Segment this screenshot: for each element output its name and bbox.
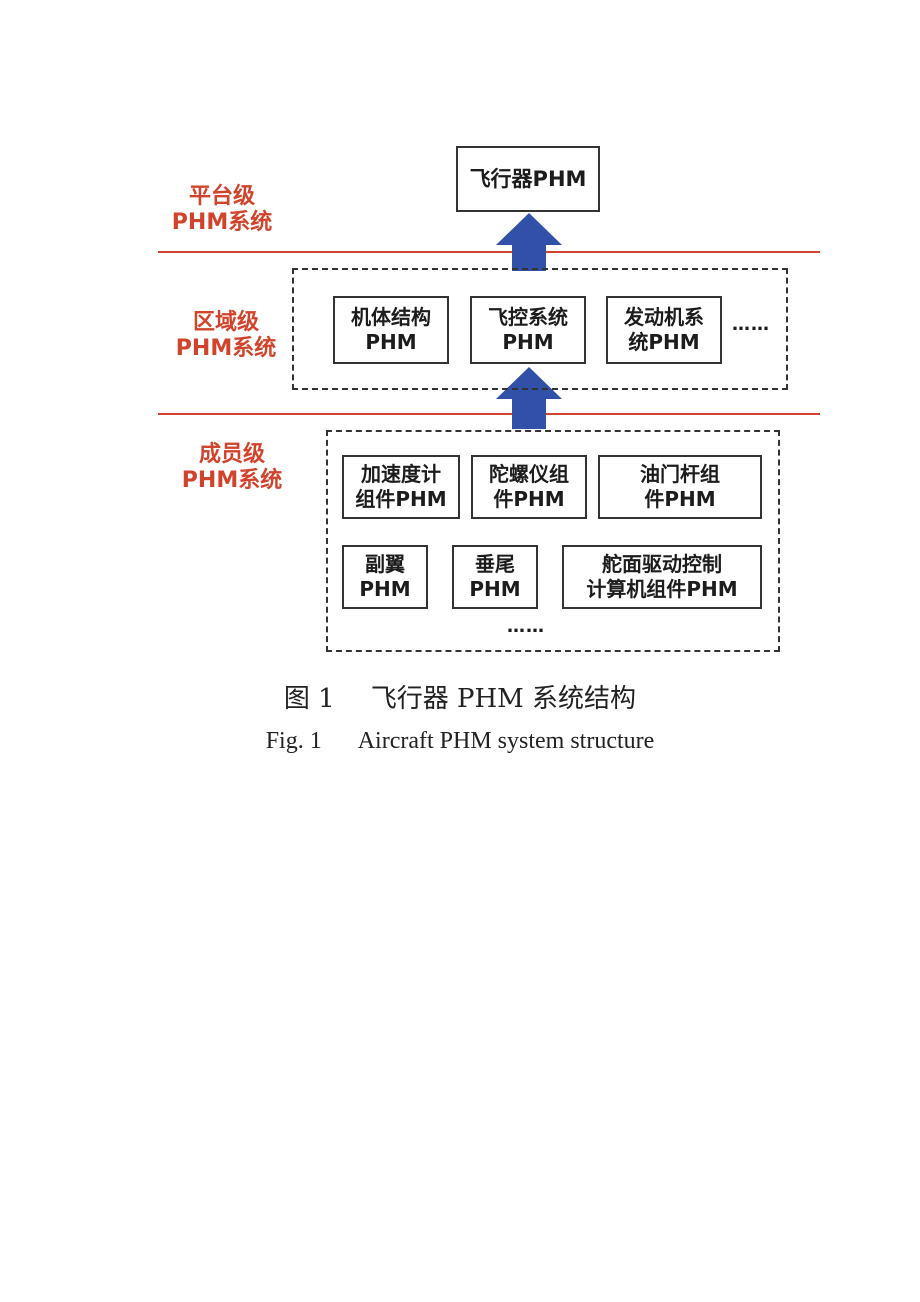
divider-regional-member <box>158 413 820 415</box>
level-label-regional: 区域级 PHM系统 <box>156 310 296 362</box>
aircraft-phm-box: 飞行器PHM <box>456 146 600 212</box>
box-label-line2: 组件PHM <box>355 487 447 511</box>
accelerometer-phm-box: 加速度计 组件PHM <box>342 455 460 519</box>
level-label-line2: PHM系统 <box>181 468 283 493</box>
box-label-line1: 垂尾 <box>475 552 515 576</box>
arrow-up-icon <box>496 367 562 429</box>
level-label-line2: PHM系统 <box>171 210 273 235</box>
gyroscope-phm-box: 陀螺仪组 件PHM <box>471 455 587 519</box>
engine-system-phm-box: 发动机系 统PHM <box>606 296 722 364</box>
regional-level-container <box>292 268 788 390</box>
caption-text: 飞行器 PHM 系统结构 <box>370 684 637 714</box>
caption-text: Aircraft PHM system structure <box>357 728 655 754</box>
flight-control-phm-box: 飞控系统 PHM <box>470 296 586 364</box>
caption-number: Fig. 1 <box>265 728 322 754</box>
throttle-lever-phm-box: 油门杆组 件PHM <box>598 455 762 519</box>
box-label-line2: 件PHM <box>644 487 716 511</box>
level-label-line2: PHM系统 <box>175 336 277 361</box>
box-label: 飞行器PHM <box>469 166 587 191</box>
box-label-line2: PHM <box>365 330 417 354</box>
box-label-line2: PHM <box>502 330 554 354</box>
level-label-line1: 区域级 <box>192 310 259 335</box>
airframe-structure-phm-box: 机体结构 PHM <box>333 296 449 364</box>
vertical-tail-phm-box: 垂尾 PHM <box>452 545 538 609</box>
control-surface-actuator-phm-box: 舵面驱动控制 计算机组件PHM <box>562 545 762 609</box>
box-label-line1: 副翼 <box>365 552 405 576</box>
figure-caption-en: Fig. 1 Aircraft PHM system structure <box>0 728 920 755</box>
aileron-phm-box: 副翼 PHM <box>342 545 428 609</box>
level-label-line1: 平台级 <box>188 184 255 209</box>
caption-number: 图 1 <box>283 684 335 714</box>
box-label-line2: 统PHM <box>628 330 700 354</box>
box-label-line1: 陀螺仪组 <box>489 462 569 486</box>
arrow-up-icon <box>496 213 562 271</box>
member-ellipsis: …… <box>507 616 545 637</box>
member-level-container <box>326 430 780 652</box>
level-label-platform: 平台级 PHM系统 <box>152 184 292 236</box>
box-label-line1: 机体结构 <box>351 305 431 329</box>
level-label-member: 成员级 PHM系统 <box>162 442 302 494</box>
figure-caption-zh: 图 1 飞行器 PHM 系统结构 <box>0 678 920 715</box>
box-label-line2: 计算机组件PHM <box>586 577 738 601</box>
box-label-line2: PHM <box>359 577 411 601</box>
box-label-line1: 加速度计 <box>361 462 441 486</box>
divider-platform-regional <box>158 251 820 253</box>
box-label-line1: 发动机系 <box>624 305 704 329</box>
box-label-line1: 舵面驱动控制 <box>602 552 722 576</box>
box-label-line2: 件PHM <box>493 487 565 511</box>
regional-ellipsis: …… <box>732 314 770 335</box>
box-label-line1: 油门杆组 <box>640 462 720 486</box>
box-label-line2: PHM <box>469 577 521 601</box>
level-label-line1: 成员级 <box>198 442 265 467</box>
box-label-line1: 飞控系统 <box>488 305 568 329</box>
